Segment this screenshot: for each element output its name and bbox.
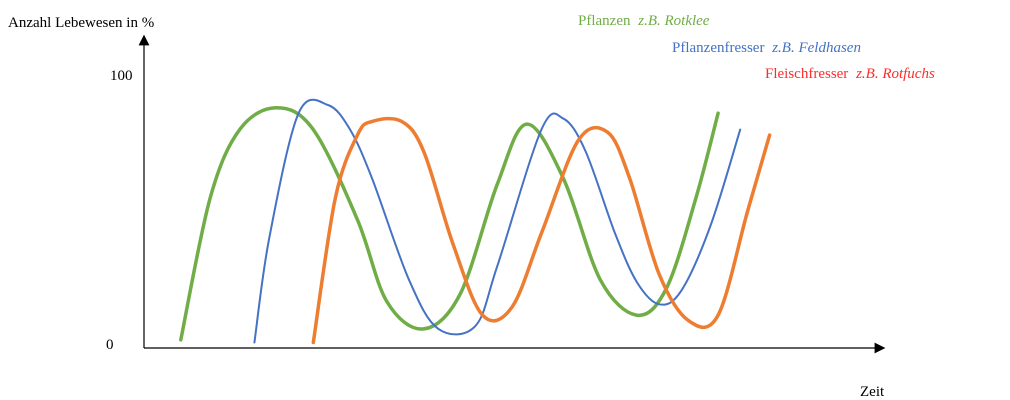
y-axis-label: Anzahl Lebewesen in % bbox=[8, 15, 154, 31]
y-tick-label-0: 0 bbox=[106, 337, 114, 353]
legend-example-pflanzenfresser: z.B. Feldhasen bbox=[771, 40, 861, 56]
series-line-pflanzen bbox=[179, 106, 720, 342]
legend-entry-fleischfresser: Fleischfresser z.B. Rotfuchs bbox=[765, 66, 935, 82]
series-line-pflanzenfresser bbox=[253, 98, 742, 344]
y-tick-label-100: 100 bbox=[110, 68, 133, 84]
legend-example-fleischfresser: z.B. Rotfuchs bbox=[855, 66, 935, 82]
legend-entry-pflanzenfresser: Pflanzenfresser z.B. Feldhasen bbox=[672, 40, 861, 56]
series-line-fleischfresser bbox=[311, 116, 772, 345]
legend-example-pflanzen: z.B. Rotklee bbox=[637, 13, 710, 29]
legend-name-pflanzen: Pflanzen bbox=[578, 13, 631, 29]
legend-name-fleischfresser: Fleischfresser bbox=[765, 66, 848, 82]
legend-name-pflanzenfresser: Pflanzenfresser bbox=[672, 40, 764, 56]
series-layer bbox=[179, 98, 772, 345]
legend-entry-pflanzen: Pflanzen z.B. Rotklee bbox=[578, 13, 710, 29]
x-axis-label: Zeit bbox=[860, 384, 885, 400]
